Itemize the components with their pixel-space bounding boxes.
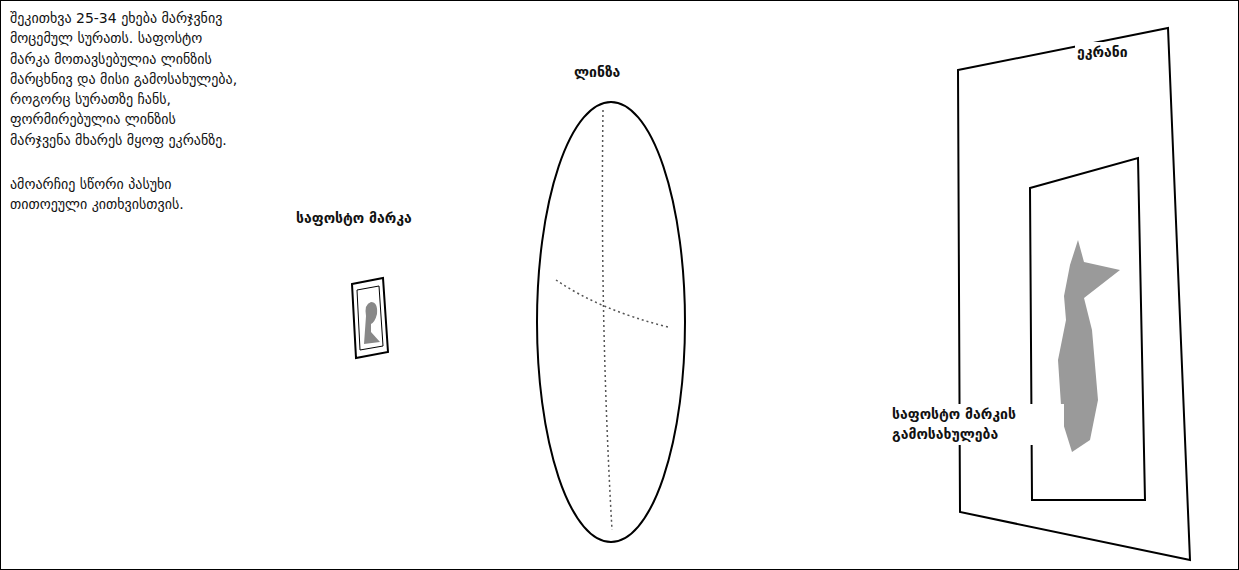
stamp-image-silhouette (1058, 240, 1120, 452)
lens (537, 102, 685, 542)
lens-axis (556, 280, 668, 327)
stamp-inner (357, 286, 383, 350)
lens-axis (602, 110, 612, 530)
stamp (352, 278, 388, 358)
lens-label: ლინზა (572, 62, 622, 84)
screen (958, 28, 1190, 560)
stamp-label: საფოსტო მარკა (294, 208, 414, 230)
stamp-silhouette (364, 302, 380, 344)
instruction: ამოარჩიე სწორი პასუხი თითოეული კითხვისთვ… (10, 174, 210, 215)
image-frame (1030, 158, 1145, 500)
image-label: საფოსტო მარკის გამოსახულება (890, 404, 1064, 445)
screen-label: ეკრანი (1075, 42, 1130, 64)
question-intro: შეკითხვა 25-34 ეხება მარჯვნივ მოცემულ სუ… (10, 8, 238, 150)
